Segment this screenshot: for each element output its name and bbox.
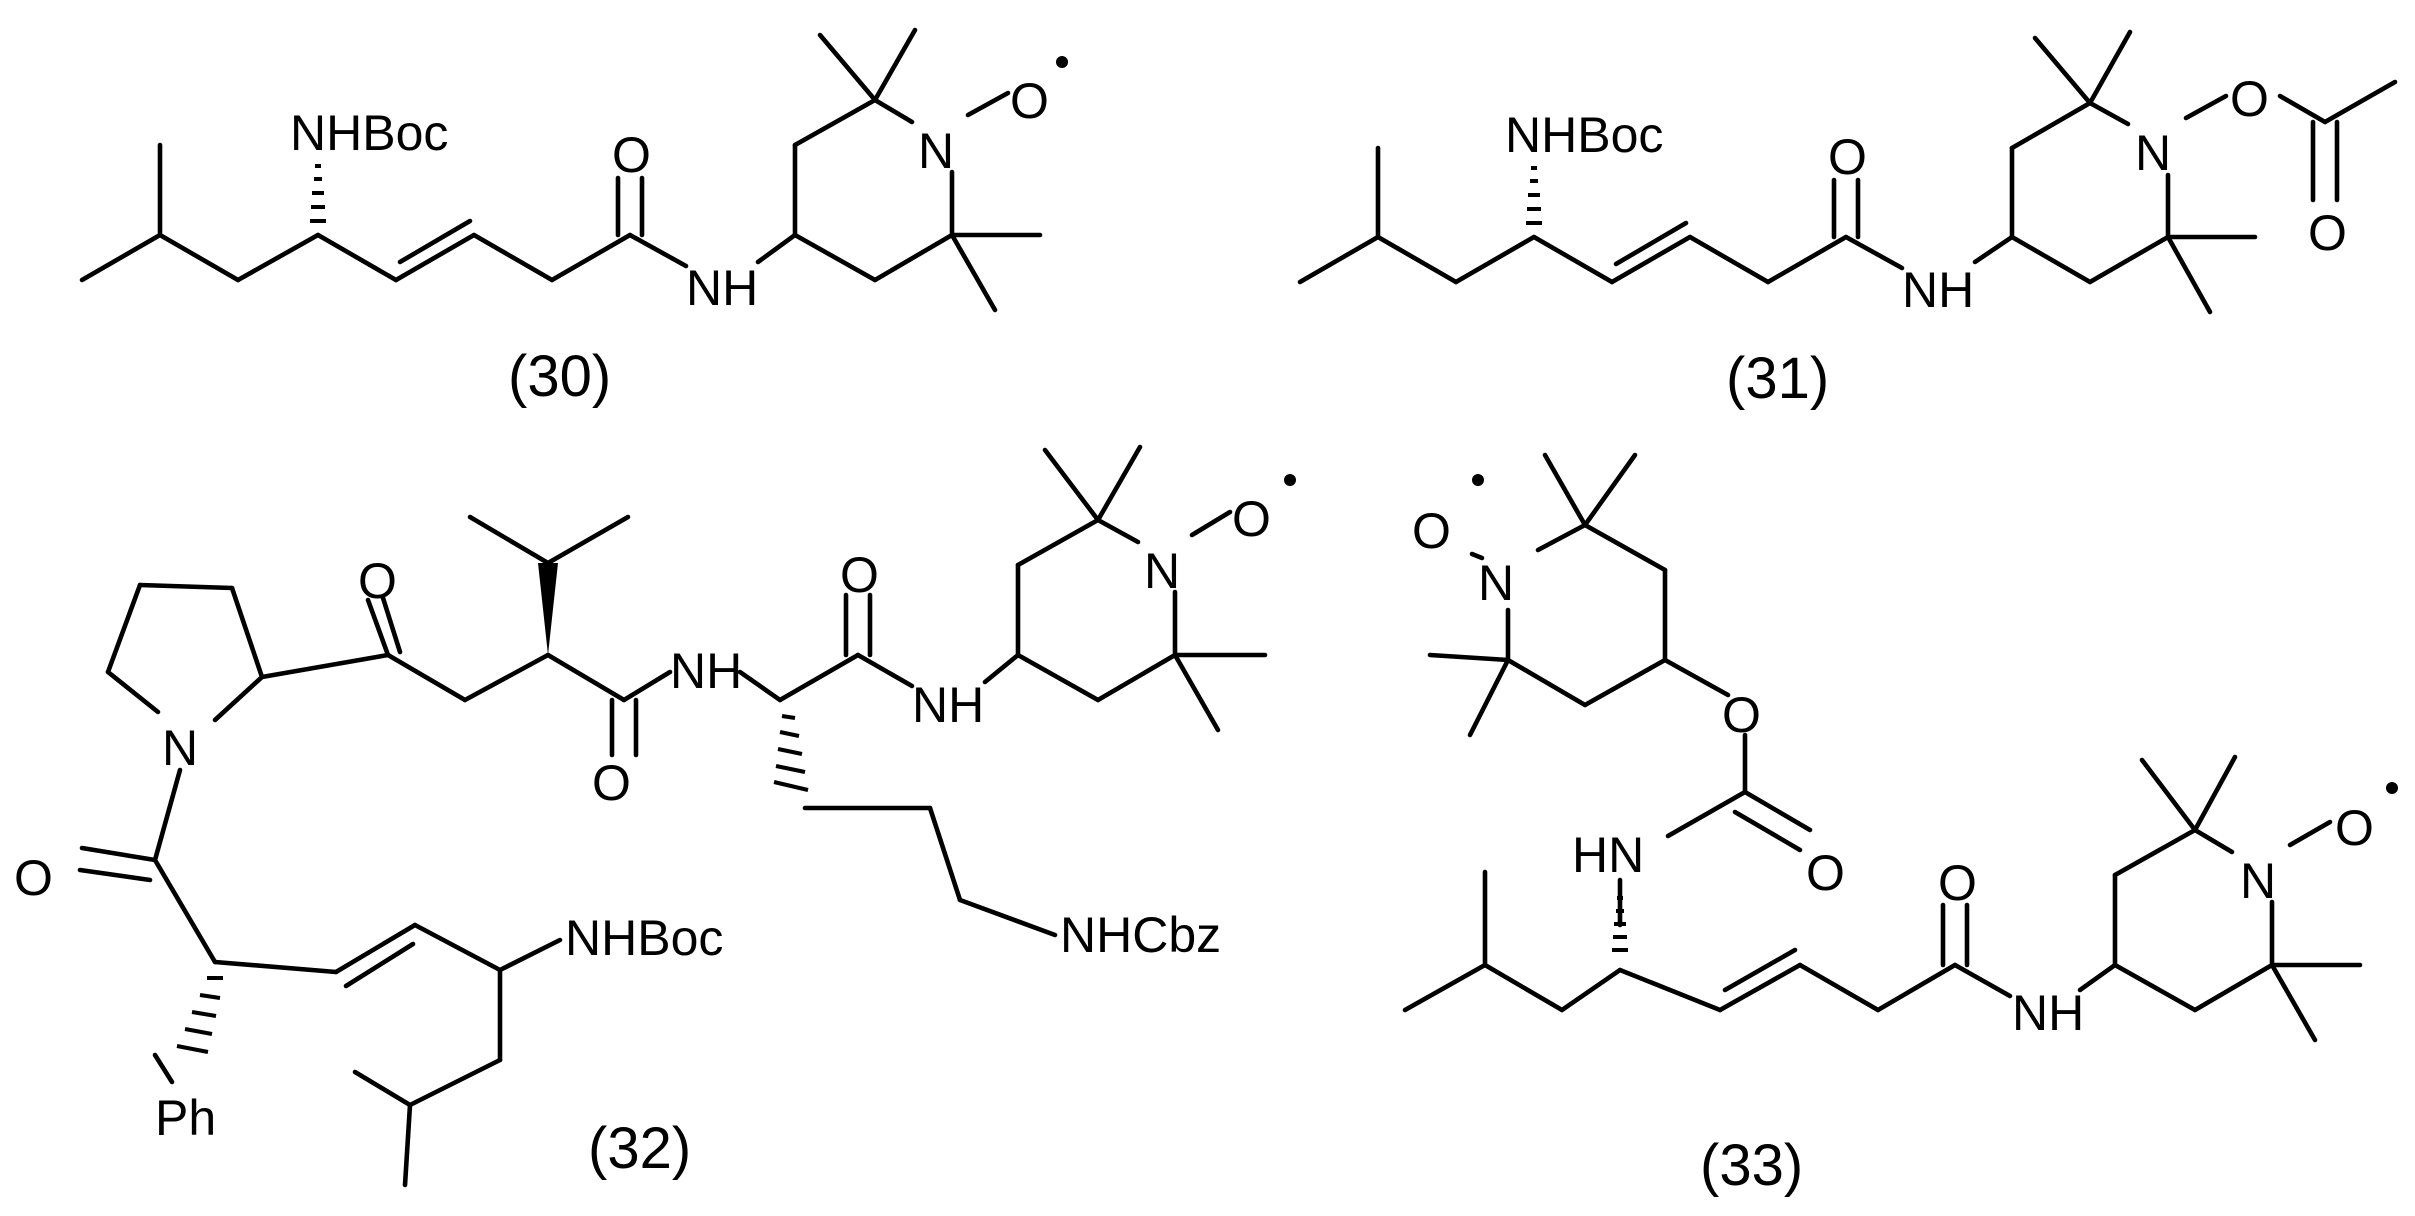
nhboc-label: NHBoc [1505,107,1663,163]
compound-31-caption: (31) [1726,346,1829,411]
acyl-o-label: O [14,850,53,906]
compound-30-bonds [79,27,1043,313]
tempo-o-label: O [2335,800,2374,856]
nitroxide-o-label: O [1010,73,1049,129]
compound-30-stereo-hash [310,164,326,223]
radical-dot [1056,56,1068,68]
tempo-n-label: N [2240,853,2276,909]
tempo-o-label: O [1232,491,1271,547]
compound-32-stereo-hash [176,714,809,1054]
amide-nh-label: NH [1902,262,1974,318]
compound-33-caption: (33) [1700,1133,1803,1198]
amide-o-2-label: O [840,547,879,603]
radical-dot [1284,474,1296,486]
radical-dot [2386,782,2398,794]
ester-o-label: O [1722,687,1761,743]
compound-33-bonds [1402,452,2363,1043]
compound-32: N O NH O O NH N O O NHBoc NHCbz Ph (32) [14,444,1296,1188]
ester-o-label: O [2230,71,2269,127]
amide-o-1-label: O [592,755,631,811]
carbonyl-o-label: O [612,127,651,183]
compound-33: O N O HN O O NH N O (33) [1402,452,2398,1198]
radical-dot [1472,474,1484,486]
nhcbz-label: NHCbz [1060,907,1221,963]
nitroxide-n-label: N [918,123,954,179]
phenyl-label: Ph [155,1090,216,1146]
wedge-bond [538,563,558,655]
tempo-n-label: N [1144,543,1180,599]
compound-31: NHBoc O NH N O O (31) [1297,29,2398,411]
top-n-label: N [1478,555,1514,611]
compound-30-caption: (30) [508,344,611,409]
amide-nh-label: NH [686,260,758,316]
pyrrolidine-n-label: N [162,720,198,776]
compound-33-stereo-hash [1612,896,1628,952]
carbamate-hn-label: HN [1572,827,1644,883]
top-nitroxide-o-label: O [1412,503,1451,559]
ketone-o-label: O [358,553,397,609]
carbamate-o-label: O [1806,845,1845,901]
amide-nh-1-label: NH [670,643,742,699]
carbonyl-o-label: O [1828,129,1867,185]
compound-32-bonds [77,444,1268,1188]
compound-30: NHBoc O NH N O (30) [79,27,1068,409]
carbonyl-o-label: O [1938,855,1977,911]
nhboc-label: NHBoc [565,910,723,966]
acetyl-o-label: O [2308,205,2347,261]
compound-31-bonds [1297,29,2398,315]
amide-nh-2-label: NH [912,677,984,733]
compound-32-caption: (32) [588,1116,691,1181]
amide-nh-label: NH [2012,985,2084,1041]
piperidine-n-label: N [2135,125,2171,181]
nhboc-label: NHBoc [290,105,448,161]
compound-31-stereo-hash [1526,166,1542,225]
